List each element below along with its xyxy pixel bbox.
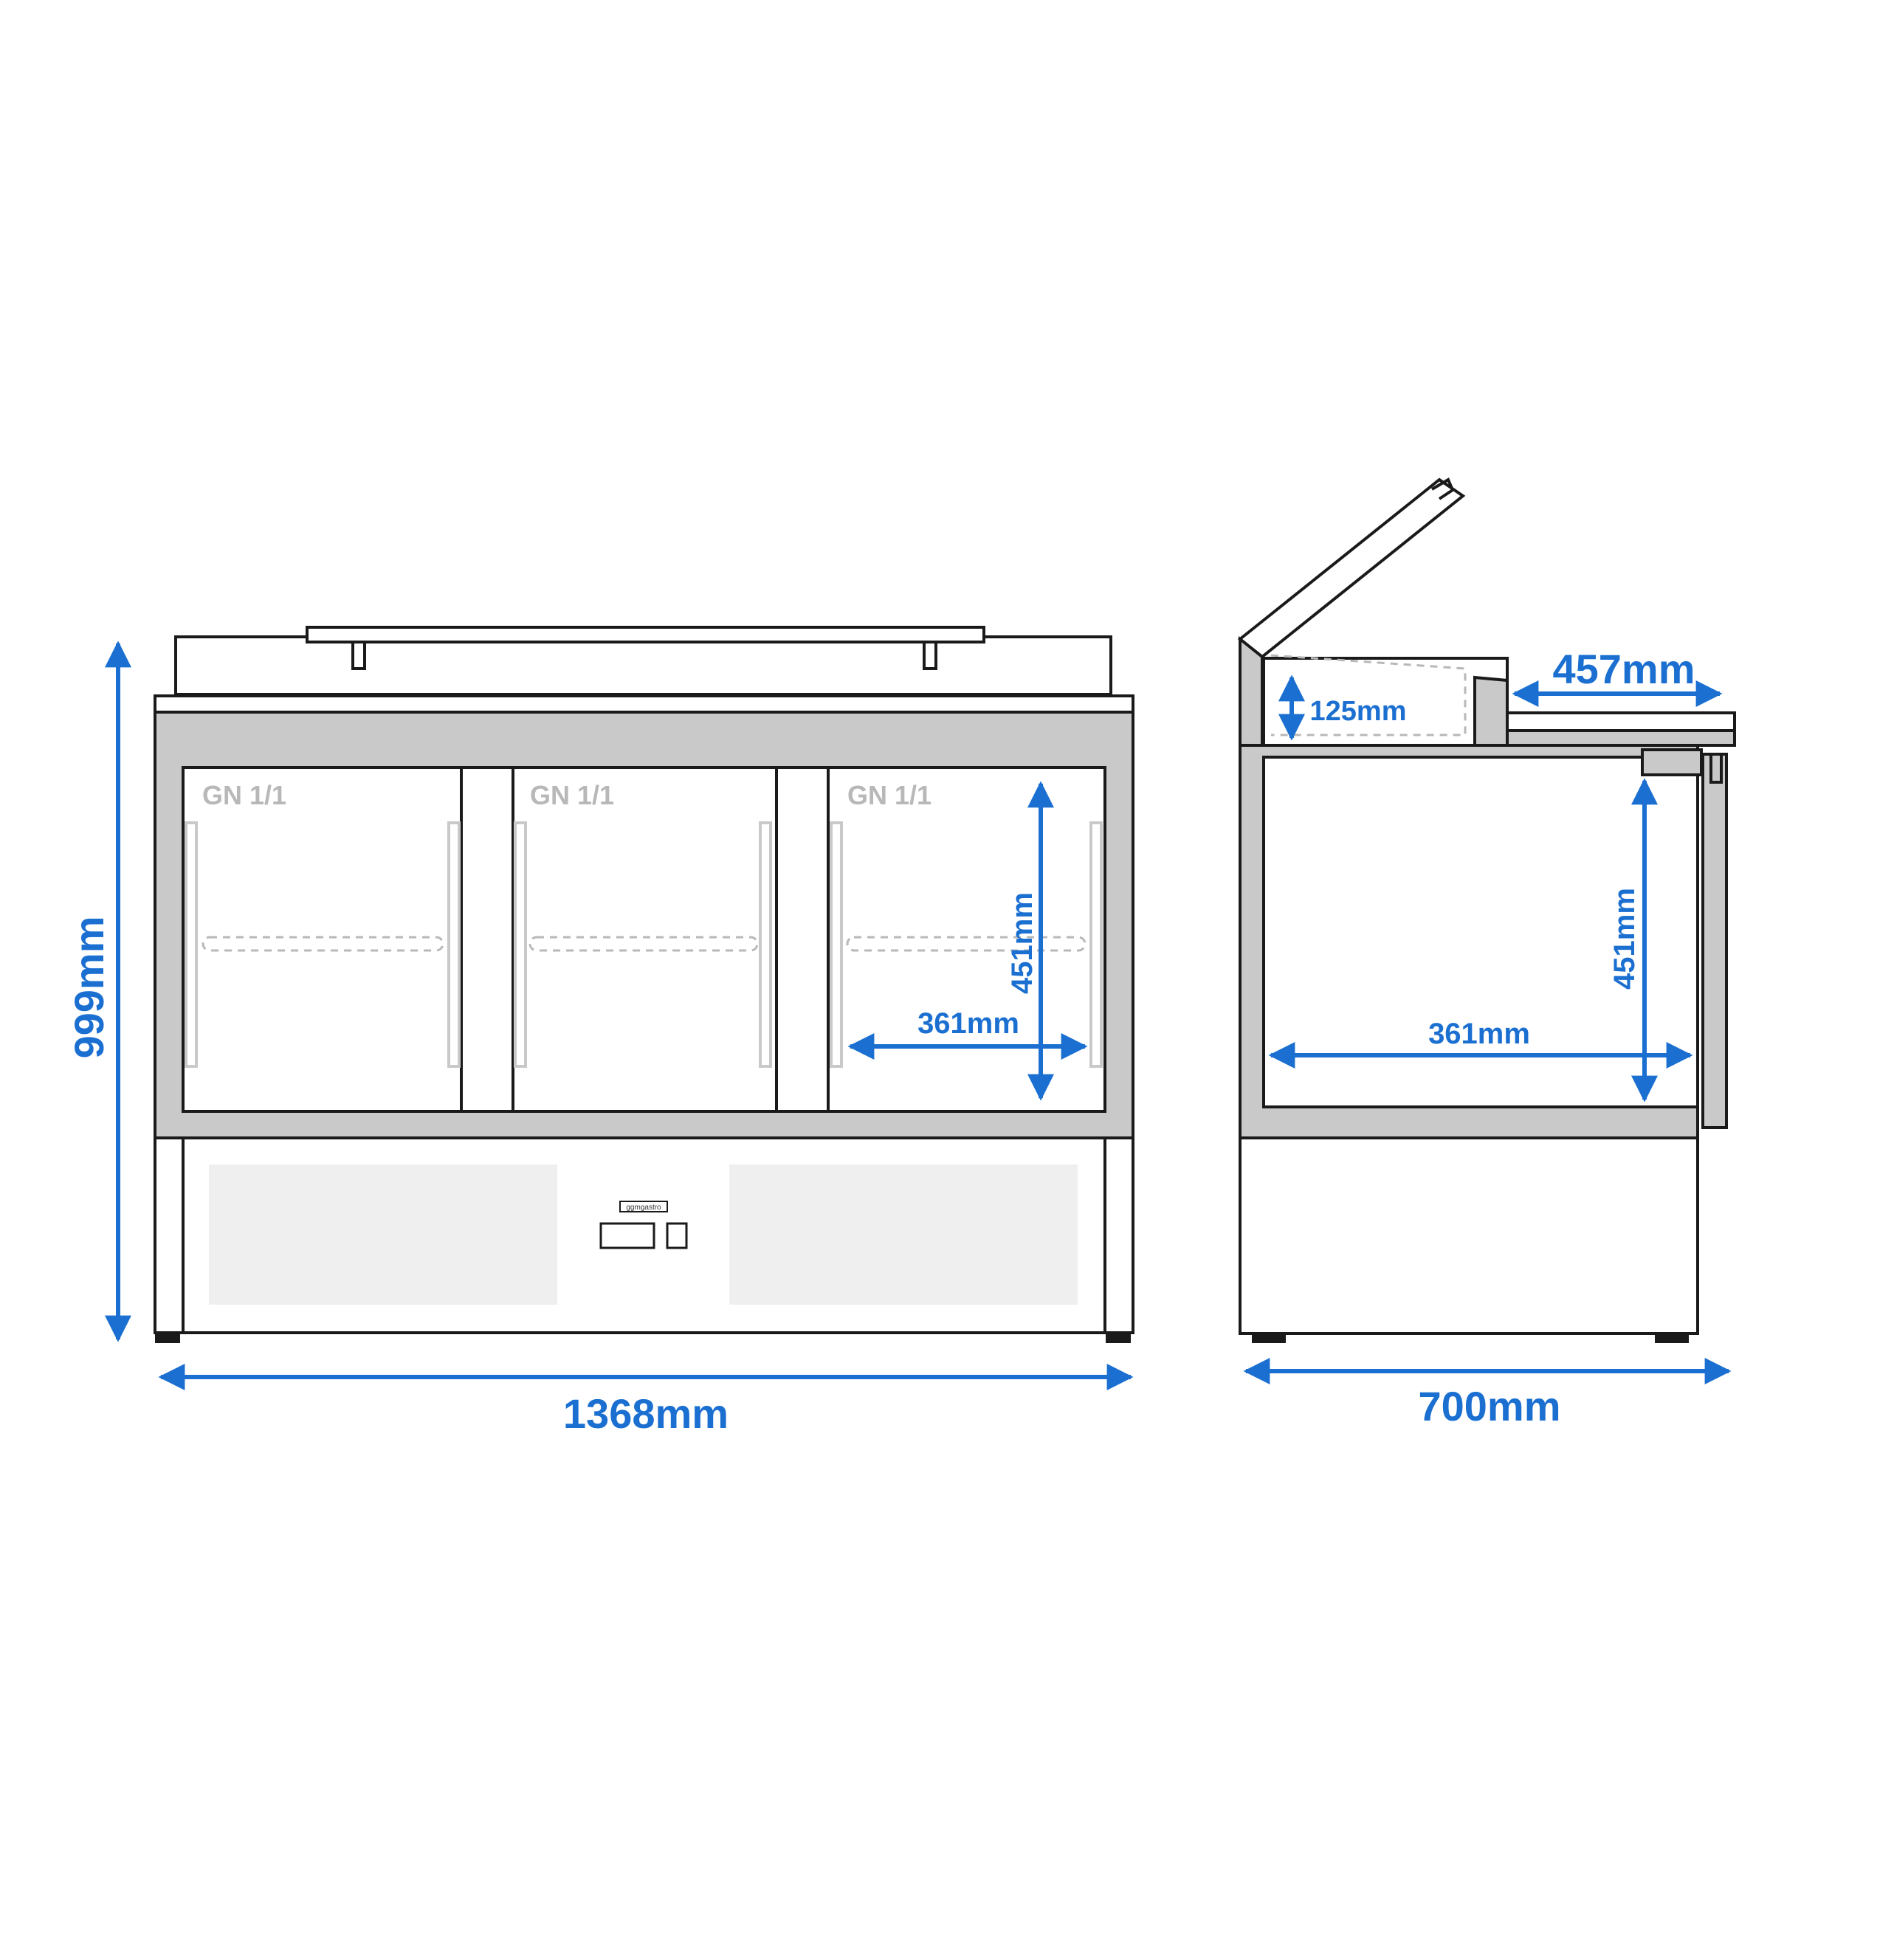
hood-post-right [923,641,937,670]
handle [185,821,198,1068]
foot [155,1331,180,1343]
handle [447,821,461,1068]
handle [759,821,772,1068]
control-switch [666,1222,688,1249]
height-label: 999mm [66,916,112,1058]
control-display [599,1222,655,1249]
base-side-left [154,1136,185,1334]
compartment-label-1: GN 1/1 [202,780,286,810]
side-inner-height-label: 451mm [1608,888,1641,990]
handle [1089,821,1103,1068]
vent-panel-right [729,1164,1078,1305]
worktop [154,694,1134,714]
foot [1106,1331,1131,1343]
foot [1252,1332,1286,1343]
side-worktop-edge [1506,729,1736,747]
side-inner-depth-label: 361mm [1428,1018,1530,1050]
shelf-dashed [202,936,444,952]
brand-plate [619,1201,668,1212]
lid-handle [1430,477,1455,500]
top-hood [174,635,1112,696]
handle [514,821,527,1068]
foot [1655,1332,1689,1343]
rail-block [1641,748,1703,776]
pan-well-side [1473,675,1509,747]
pan-depth-label: 125mm [1310,696,1407,727]
pan-dashed-outline [1270,654,1467,736]
open-lid [1237,477,1466,659]
front-window [182,766,1106,1113]
front-view [154,626,1134,1343]
compartment-label-2: GN 1/1 [530,780,614,810]
shelf-dashed [846,936,1087,952]
base-side-right [1103,1136,1134,1334]
side-view [1237,477,1736,1343]
hood-post-left [351,641,366,670]
depth-label: 700mm [1418,1383,1560,1429]
door-divider-2 [775,766,830,1113]
width-label: 1368mm [563,1390,729,1437]
handle [830,821,843,1068]
side-base [1239,1136,1699,1335]
door-divider-1 [460,766,514,1113]
shelf-dashed [528,936,759,952]
compartment-label-3: GN 1/1 [847,780,931,810]
front-inner-height-label: 451mm [1006,892,1039,994]
top-bar [306,626,985,643]
top-width-label: 457mm [1552,646,1695,692]
front-inner-depth-label: 361mm [917,1007,1019,1040]
door-handle [1709,754,1723,784]
side-door [1701,753,1728,1129]
vent-panel-left [209,1164,557,1305]
brand-label: ggmgastro [626,1204,661,1212]
pan-housing [1239,635,1264,747]
